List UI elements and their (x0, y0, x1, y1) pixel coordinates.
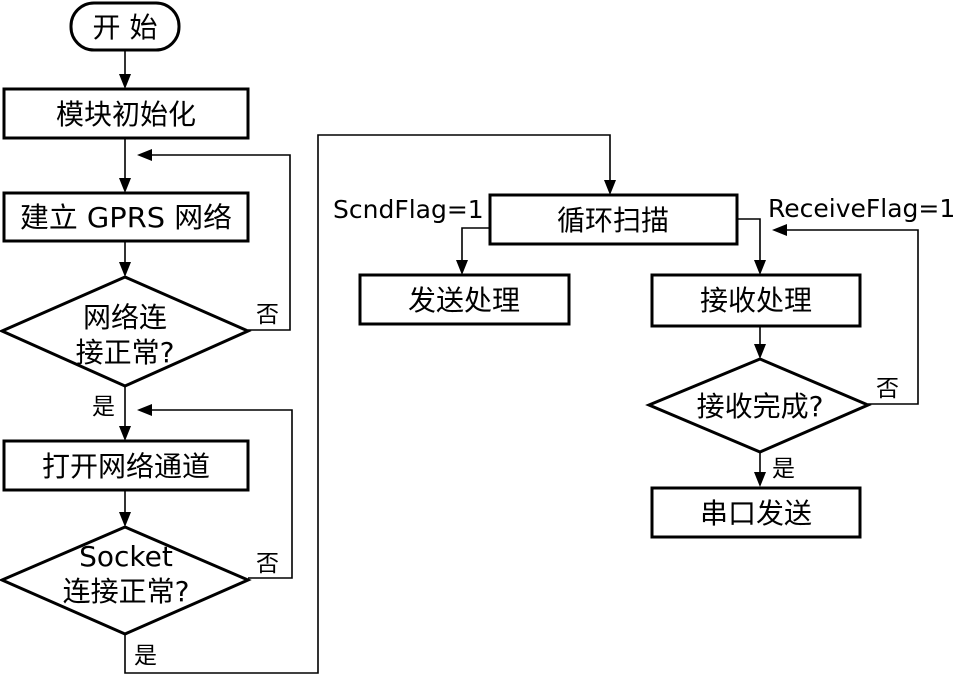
arrow-scan-to-send (461, 227, 490, 260)
arrowhead-send (456, 260, 468, 275)
socket-ok-label-line1: Socket (79, 540, 173, 573)
decision-socket-ok: Socket 连接正常? (0, 525, 252, 636)
node-gprs: 建立 GPRS 网络 (2, 191, 250, 243)
net-ok-diamond (0, 275, 252, 388)
serial-send-label: 串口发送 (700, 497, 812, 530)
arrowhead-net-decision (119, 262, 131, 277)
arrowheads (119, 74, 787, 527)
recv-flag-label: ReceiveFlag=1 (768, 194, 954, 223)
net-yes-label: 是 (92, 394, 115, 420)
socket-ok-label-line2: 连接正常? (63, 575, 190, 608)
send-proc-label: 发送处理 (408, 284, 520, 317)
arrow-net-no-loop (140, 154, 291, 331)
send-proc-box (358, 273, 571, 326)
connectors (124, 50, 919, 674)
arrowhead-recv-done (754, 344, 766, 359)
open-channel-box (2, 439, 250, 492)
recv-done-label: 接收完成? (697, 390, 824, 423)
node-serial-send: 串口发送 (650, 486, 862, 539)
arrowhead-recv-no-return (772, 224, 787, 236)
arrowhead-recv (754, 260, 766, 275)
decision-recv-done: 接收完成? (645, 357, 872, 454)
scan-label: 循环扫描 (557, 204, 669, 237)
socket-ok-diamond (0, 525, 252, 636)
arrow-scan-to-recv (737, 218, 761, 260)
recv-proc-label: 接收处理 (700, 284, 812, 317)
recv-done-diamond (645, 357, 872, 454)
socket-no-label: 否 (256, 551, 279, 577)
open-channel-label: 打开网络通道 (42, 450, 210, 483)
arrow-recv-no-loop (775, 229, 919, 405)
serial-send-box (650, 486, 862, 539)
net-no-label: 否 (256, 302, 279, 328)
arrowhead-net-no-return (137, 149, 152, 161)
recv-yes-label: 是 (772, 456, 795, 482)
scan-box (488, 193, 739, 246)
decision-net-ok: 网络连 接正常? (0, 275, 252, 388)
node-send-proc: 发送处理 (358, 273, 571, 326)
node-scan: 循环扫描 (488, 193, 739, 246)
init-label: 模块初始化 (56, 98, 196, 131)
arrowhead-socket-no-return (137, 404, 152, 416)
arrowhead-socket-decision (119, 512, 131, 527)
net-ok-label-line1: 网络连 (83, 301, 167, 334)
node-start: 开 始 (69, 1, 181, 52)
arrow-socket-no-loop (140, 409, 293, 579)
recv-proc-box (650, 273, 862, 328)
recv-no-label: 否 (876, 376, 899, 402)
arrowhead-gprs (119, 178, 131, 193)
gprs-label: 建立 GPRS 网络 (20, 201, 232, 234)
node-init: 模块初始化 (2, 87, 250, 140)
socket-yes-label: 是 (134, 643, 157, 669)
net-ok-label-line2: 接正常? (76, 336, 175, 369)
arrowhead-init (119, 74, 131, 89)
init-box (2, 87, 250, 140)
arrowhead-serial (754, 472, 766, 487)
arrowhead-open (119, 426, 131, 441)
send-flag-label: ScndFlag=1 (333, 195, 484, 224)
start-terminal-shape (69, 1, 181, 52)
node-recv-proc: 接收处理 (650, 273, 862, 328)
start-label: 开 始 (93, 11, 158, 44)
arrowhead-scan (604, 180, 616, 195)
arrow-socket-yes-to-scan (124, 134, 611, 674)
node-open-channel: 打开网络通道 (2, 439, 250, 492)
gprs-box (2, 191, 250, 243)
